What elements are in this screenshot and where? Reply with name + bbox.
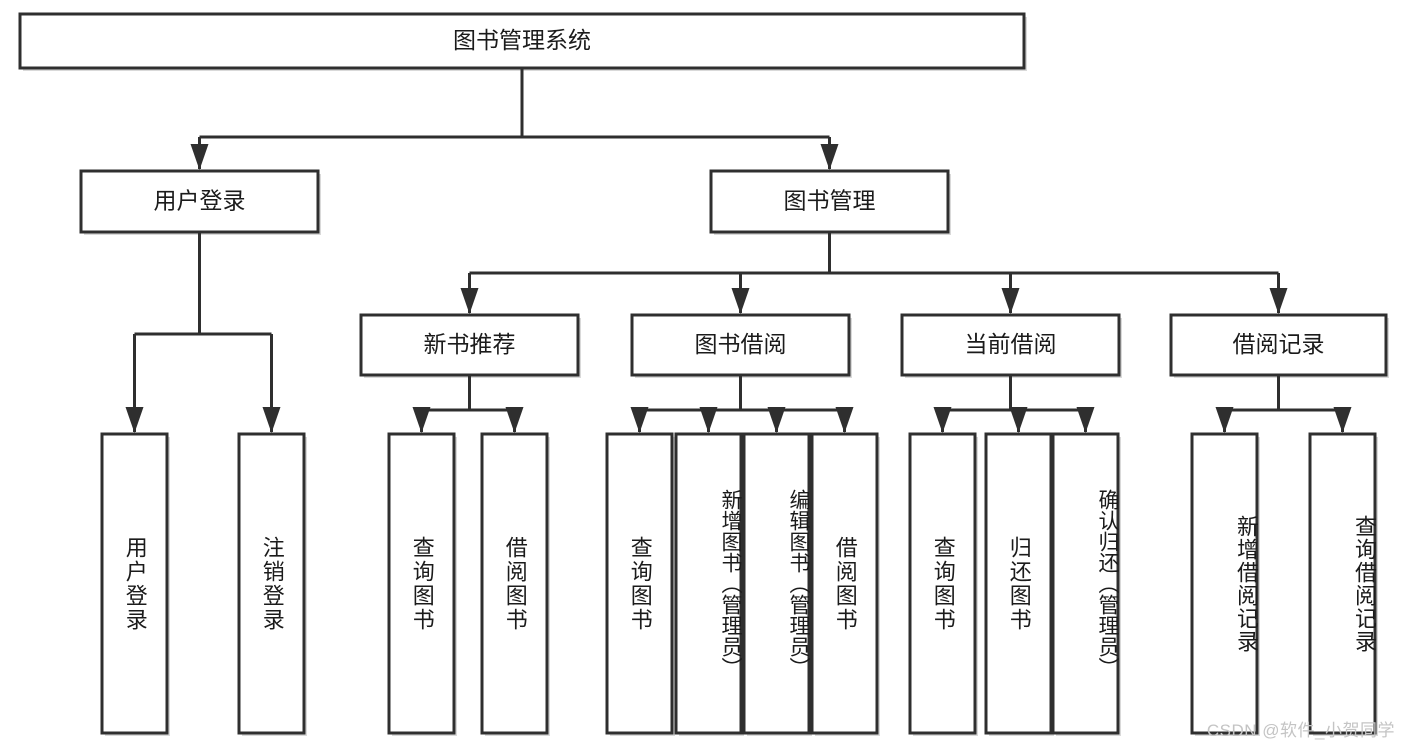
node-leaf-add-book[interactable]: [674, 432, 743, 735]
book-borrow-arrow-3: [835, 407, 854, 433]
current-borrow-arrow-2: [1076, 407, 1095, 433]
new-book-rec-arrow-0: [412, 407, 431, 433]
book-borrow-arrow-2: [767, 407, 786, 433]
connectors-layer: [125, 68, 1352, 433]
book-borrow-arrow-1: [699, 407, 718, 433]
node-leaf-confirm-return[interactable]: [1051, 432, 1120, 735]
node-leaf-logout[interactable]: [237, 432, 306, 735]
node-root-label: 图书管理系统: [453, 27, 591, 53]
node-leaf-query-book-2[interactable]: [605, 432, 674, 735]
book-borrow-arrow-0: [630, 407, 649, 433]
user-login-arrow-0: [125, 407, 144, 433]
node-leaf-query-record[interactable]: [1308, 432, 1377, 735]
current-borrow-arrow-1: [1009, 407, 1028, 433]
node-leaf-add-record[interactable]: [1190, 432, 1259, 735]
shapes-layer: [18, 12, 1389, 736]
node-book-manage-label: 图书管理: [784, 188, 876, 214]
node-new-book-rec[interactable]: [359, 313, 580, 377]
book-manage-arrow-1: [731, 288, 750, 314]
node-leaf-return-book[interactable]: [984, 432, 1053, 735]
node-current-borrow-label: 当前借阅: [965, 331, 1057, 357]
book-manage-arrow-0: [460, 288, 479, 314]
node-leaf-query-book-3[interactable]: [908, 432, 977, 735]
node-borrow-record-label: 借阅记录: [1233, 331, 1325, 357]
node-leaf-edit-book[interactable]: [742, 432, 811, 735]
borrow-record-arrow-0: [1215, 407, 1234, 433]
book-manage-arrow-2: [1001, 288, 1020, 314]
node-current-borrow[interactable]: [900, 313, 1121, 377]
user-login-arrow-1: [262, 407, 281, 433]
node-root[interactable]: [18, 12, 1026, 70]
node-leaf-borrow-book-2[interactable]: [810, 432, 879, 735]
node-new-book-rec-label: 新书推荐: [424, 331, 516, 357]
node-user-login-label: 用户登录: [154, 188, 246, 214]
node-borrow-record[interactable]: [1169, 313, 1388, 377]
node-leaf-borrow-book-1[interactable]: [480, 432, 549, 735]
root-arrow-0: [190, 144, 209, 170]
node-book-borrow-label: 图书借阅: [695, 331, 787, 357]
borrow-record-arrow-1: [1333, 407, 1352, 433]
current-borrow-arrow-0: [933, 407, 952, 433]
watermark: CSDN @软件_小贺同学: [1206, 721, 1395, 740]
new-book-rec-arrow-1: [505, 407, 524, 433]
root-arrow-1: [820, 144, 839, 170]
node-leaf-user-login[interactable]: [100, 432, 169, 735]
node-user-login[interactable]: [79, 169, 320, 234]
book-manage-arrow-3: [1269, 288, 1288, 314]
node-leaf-query-book-1[interactable]: [387, 432, 456, 735]
